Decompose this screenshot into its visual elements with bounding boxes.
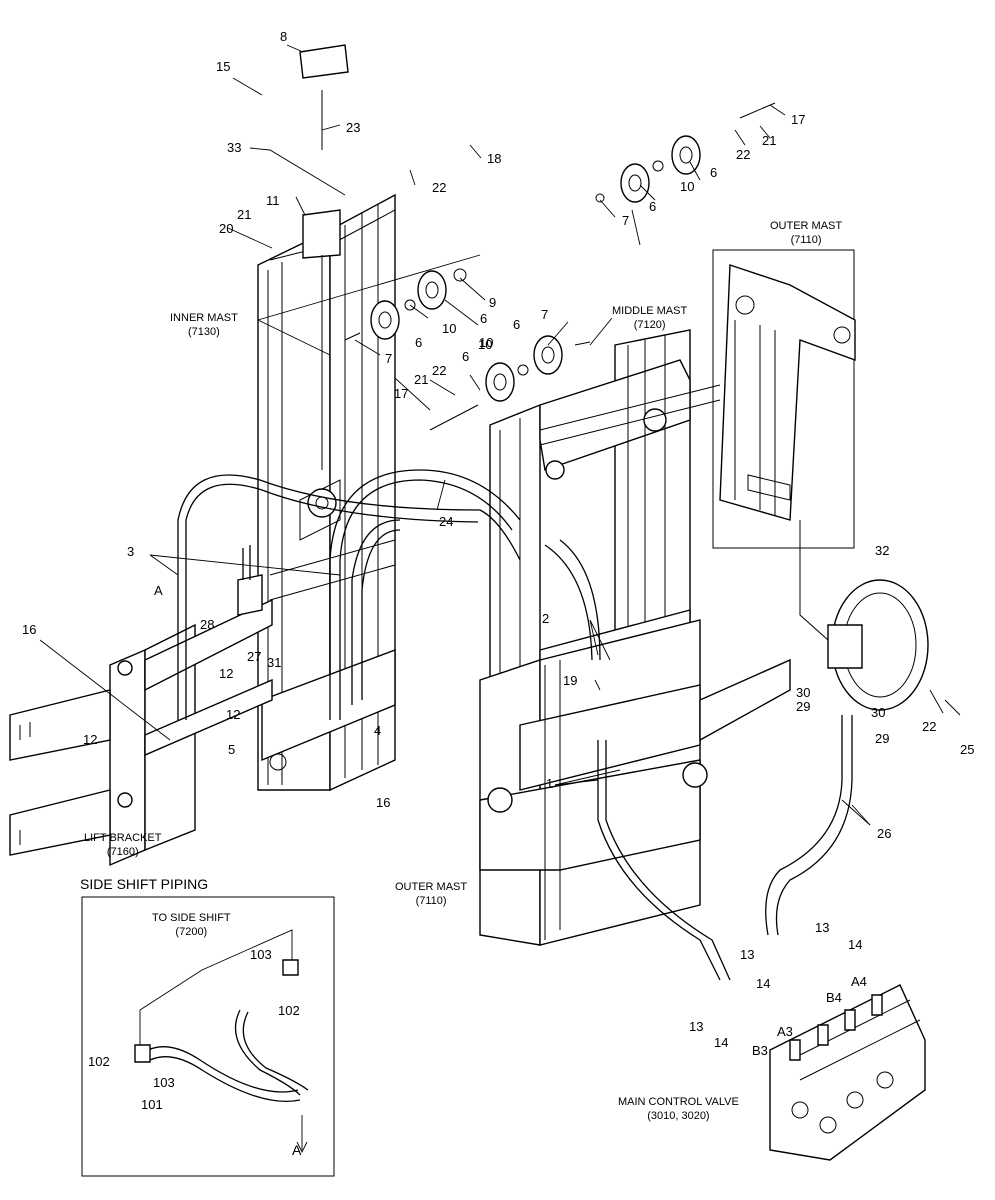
control-valve-drawing [769, 984, 926, 1161]
part-number-25: 25 [960, 742, 975, 757]
caption-outer-mast: OUTER MAST(7110) [395, 881, 468, 907]
part-number-24: 24 [439, 514, 454, 529]
sheaves-drawing [299, 44, 776, 470]
part-number-102: 102 [278, 1003, 300, 1018]
part-number-10: 10 [680, 179, 695, 194]
part-number-14: 14 [756, 976, 771, 991]
caption-outer-mast-inset: OUTER MAST(7110) [770, 220, 843, 246]
part-number-3: 3 [127, 544, 135, 559]
part-number-21: 21 [762, 133, 777, 148]
part-number-13: 13 [689, 1019, 704, 1034]
part-number-13: 13 [815, 920, 830, 935]
part-number-29: 29 [796, 699, 811, 714]
part-number-7: 7 [385, 351, 393, 366]
part-number-23: 23 [346, 120, 361, 135]
part-number-33: 33 [227, 140, 242, 155]
part-number-6: 6 [710, 165, 718, 180]
part-number-17: 17 [791, 112, 806, 127]
part-number-17: 17 [394, 386, 409, 401]
part-number-102: 102 [88, 1054, 110, 1069]
part-letter-a: A [154, 583, 163, 598]
part-letter-a: A [292, 1142, 302, 1158]
part-number-13: 13 [740, 947, 755, 962]
part-number-30: 30 [871, 705, 886, 720]
caption-lift-bracket: LIFT BRACKET(7160) [84, 832, 162, 858]
caption-inner-mast: INNER MAST(7130) [170, 312, 238, 338]
part-number-14: 14 [714, 1035, 729, 1050]
part-number-22: 22 [736, 147, 751, 162]
part-number-19: 19 [563, 673, 578, 688]
part-number-101: 101 [141, 1097, 163, 1112]
port-label-a4: A4 [851, 974, 867, 989]
lift-bracket-drawing [9, 598, 273, 867]
part-number-7: 7 [622, 213, 630, 228]
part-number-20: 20 [219, 221, 234, 236]
caption-middle-mast: MIDDLE MAST(7120) [612, 305, 688, 331]
part-number-22: 22 [922, 719, 937, 734]
part-number-9: 9 [489, 295, 497, 310]
part-number-28: 28 [200, 617, 215, 632]
part-number-30: 30 [796, 685, 811, 700]
part-number-2: 2 [542, 611, 550, 626]
part-number-4: 4 [374, 723, 382, 738]
part-number-16: 16 [22, 622, 37, 637]
port-label-b3: B3 [752, 1043, 768, 1058]
hose-reel-drawing [799, 520, 929, 711]
part-number-10: 10 [479, 335, 494, 350]
part-number-8: 8 [280, 29, 288, 44]
part-number-12: 12 [219, 666, 234, 681]
part-number-7: 7 [541, 307, 549, 322]
part-number-22: 22 [432, 363, 447, 378]
hoses-drawing [177, 469, 853, 981]
part-number-32: 32 [875, 543, 890, 558]
part-number-10: 10 [478, 337, 493, 352]
part-number-103: 103 [250, 947, 272, 962]
part-number-6: 6 [462, 349, 470, 364]
part-number-6: 6 [513, 317, 521, 332]
part-number-103: 103 [153, 1075, 175, 1090]
part-number-15: 15 [216, 59, 231, 74]
part-number-1: 1 [546, 776, 554, 791]
part-number-21: 21 [414, 372, 429, 387]
leader-lines [39, 44, 961, 826]
part-number-31: 31 [267, 655, 282, 670]
part-number-18: 18 [487, 151, 502, 166]
inner-mast-drawing [257, 193, 396, 792]
outer-mast-drawing [479, 619, 791, 946]
side-shift-inset [81, 896, 335, 1177]
port-label-a3: A3 [777, 1024, 793, 1039]
caption-main-control-valve: MAIN CONTROL VALVE(3010, 3020) [618, 1096, 739, 1122]
part-number-12: 12 [226, 707, 241, 722]
part-number-10: 10 [442, 321, 457, 336]
side-shift-piping-title: SIDE SHIFT PIPING [80, 876, 209, 892]
part-number-11: 11 [266, 193, 280, 208]
part-number-6: 6 [649, 199, 657, 214]
part-number-16: 16 [376, 795, 391, 810]
part-number-22: 22 [432, 180, 447, 195]
part-number-29: 29 [875, 731, 890, 746]
part-number-12: 12 [83, 732, 98, 747]
part-number-6: 6 [480, 311, 488, 326]
part-number-21: 21 [237, 207, 252, 222]
part-number-6: 6 [415, 335, 423, 350]
part-number-26: 26 [877, 826, 892, 841]
port-label-b4: B4 [826, 990, 842, 1005]
caption-to-side-shift: TO SIDE SHIFT(7200) [152, 912, 231, 938]
outer-mast-inset [539, 249, 856, 549]
part-number-27: 27 [247, 649, 262, 664]
part-number-14: 14 [848, 937, 863, 952]
part-number-5: 5 [228, 742, 236, 757]
